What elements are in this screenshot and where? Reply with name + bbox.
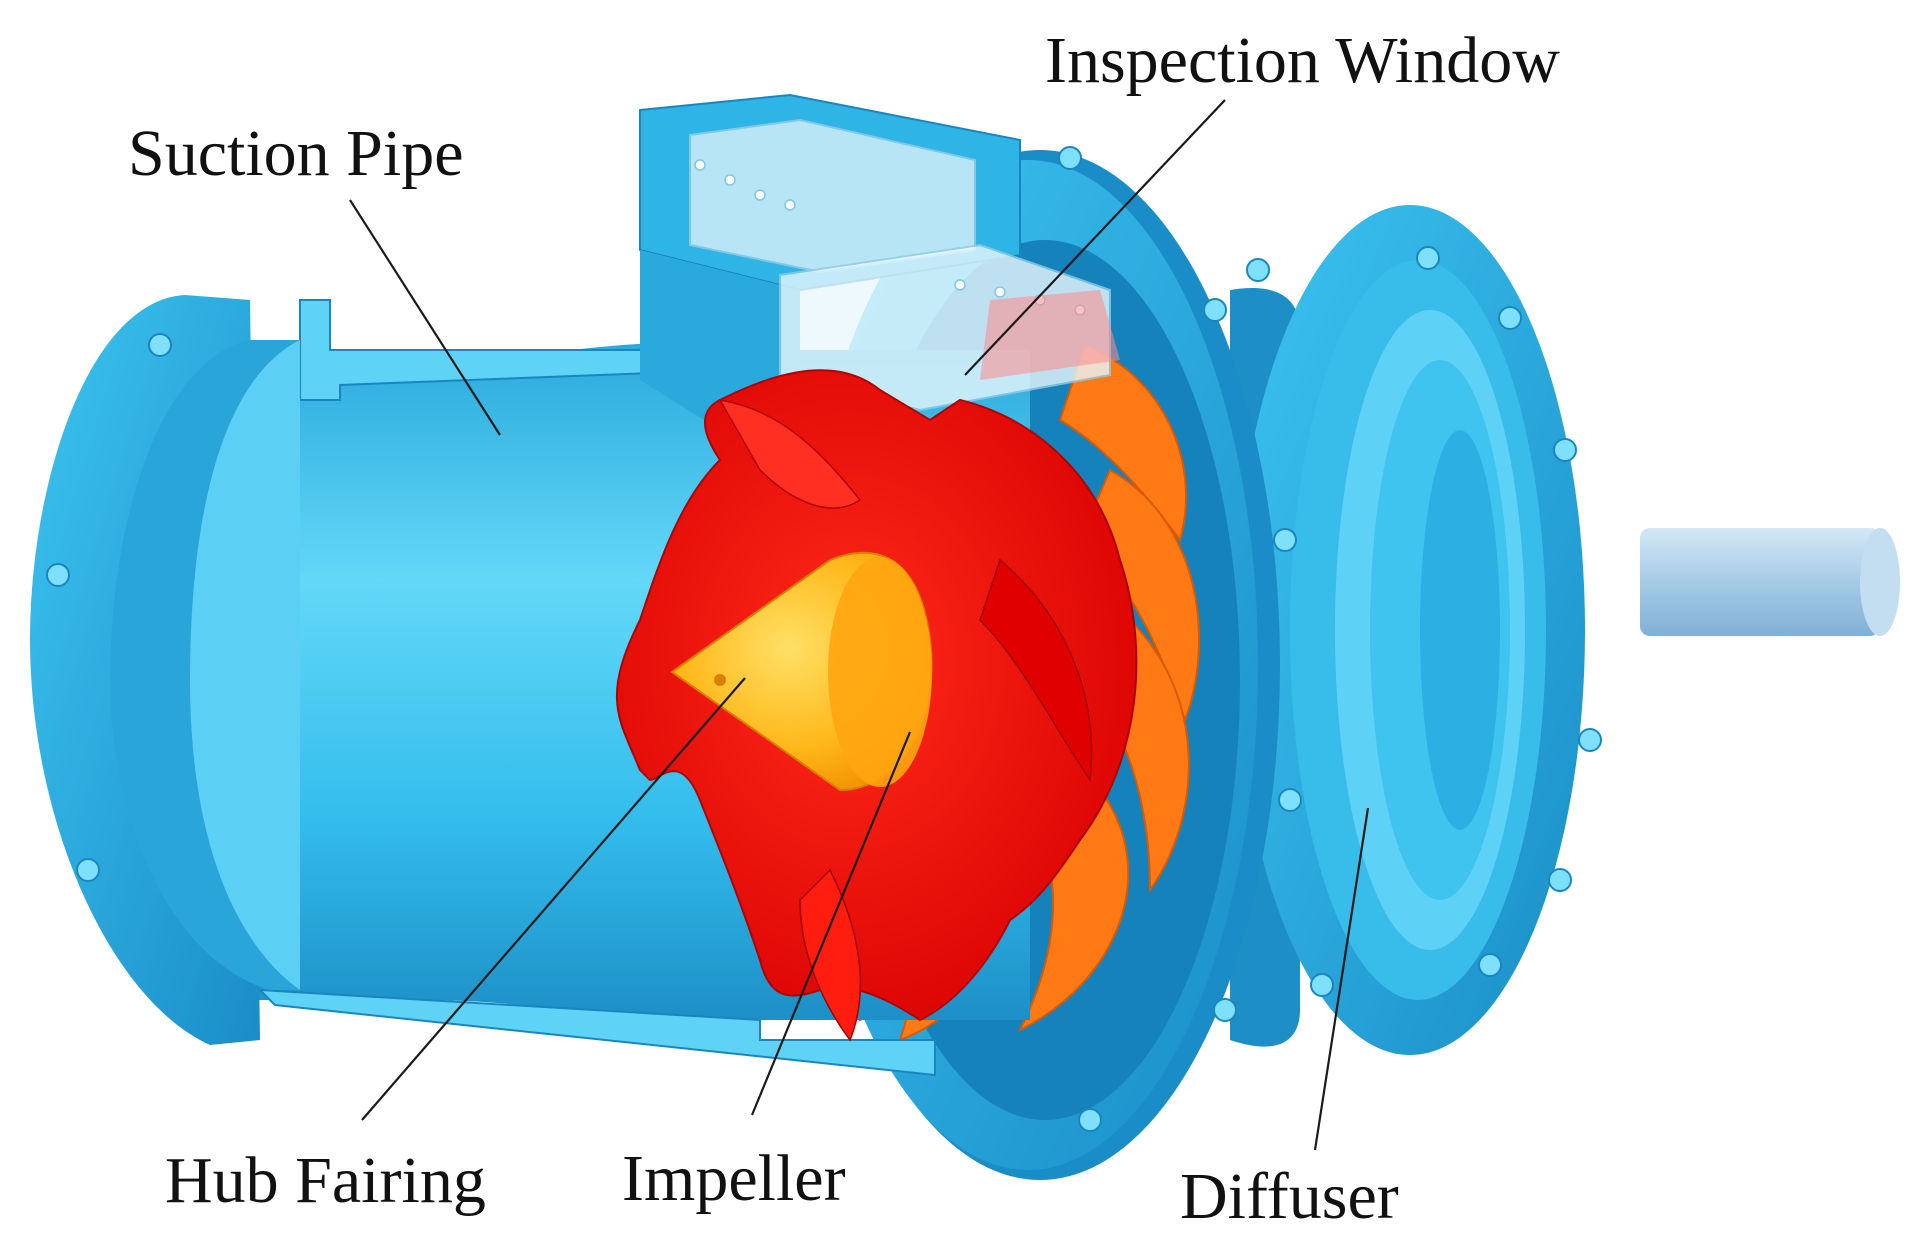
- diffuser-bolts: [1246, 246, 1602, 997]
- diffuser-body: [1230, 205, 1602, 1055]
- label-diffuser: Diffuser: [1180, 1160, 1399, 1233]
- leader-impeller: [750, 731, 912, 1116]
- label-hub-fairing: Hub Fairing: [165, 1144, 486, 1217]
- label-impeller: Impeller: [622, 1142, 846, 1215]
- hub-fairing: [670, 551, 933, 792]
- leader-diffuser: [1313, 807, 1370, 1151]
- leader-hub-fairing: [361, 677, 746, 1121]
- outlet-flange-bolts: [1058, 146, 1302, 1132]
- inlet-flange: [30, 295, 300, 1045]
- shaft: [1640, 528, 1900, 636]
- callout-labels: Suction Pipe Inspection Window Hub Fairi…: [128, 24, 1560, 1233]
- label-suction-pipe: Suction Pipe: [128, 117, 464, 190]
- leader-inspection-window: [964, 99, 1226, 376]
- inlet-flange-bolts: [46, 333, 172, 882]
- label-inspection-window: Inspection Window: [1045, 24, 1560, 97]
- leader-lines: [349, 99, 1370, 1151]
- leader-suction-pipe: [349, 199, 501, 436]
- inspection-window-housing: [639, 93, 1111, 480]
